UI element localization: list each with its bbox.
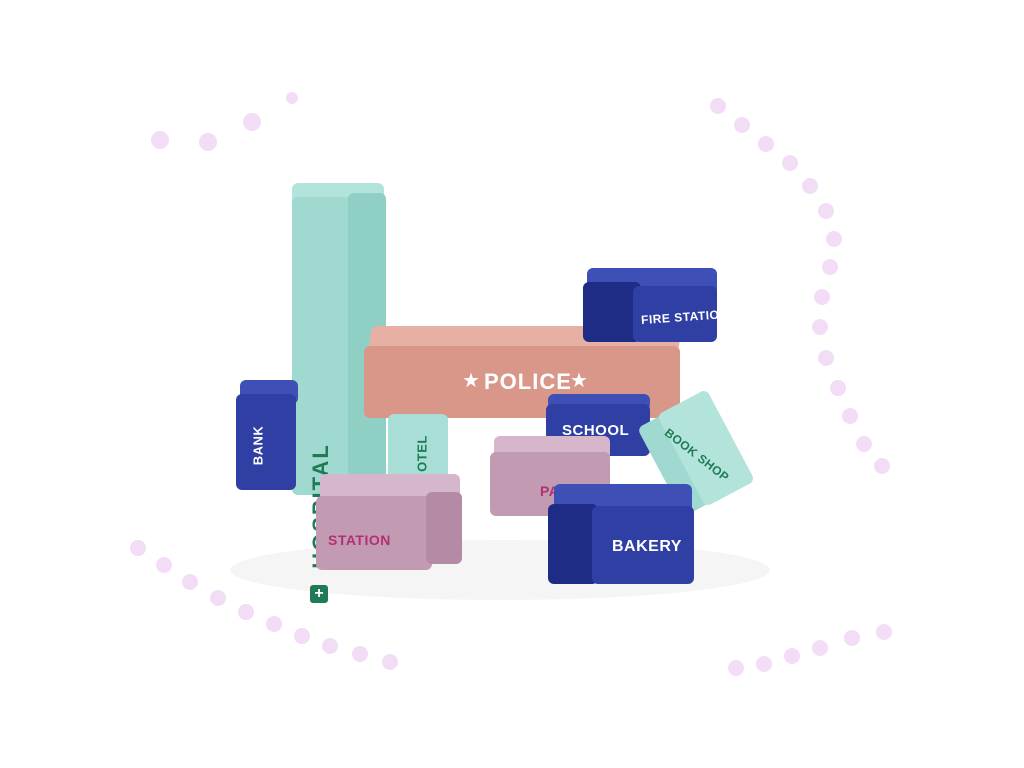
star-icon: ★ (462, 370, 480, 392)
police-label: POLICE (484, 369, 572, 394)
fire-station-block: FIRE STATION (583, 268, 729, 342)
bank-block: BANK (236, 380, 300, 490)
star-icon: ★ (570, 370, 588, 392)
hotel-label: OTEL (414, 435, 430, 472)
bank-label: BANK (250, 425, 266, 466)
school-label: SCHOOL (562, 422, 630, 439)
station-block: STATION (316, 474, 464, 570)
bakery-block: BAKERY (548, 484, 696, 584)
bakery-label: BAKERY (612, 538, 682, 555)
cross-icon: + (310, 585, 328, 603)
station-label: STATION (328, 532, 391, 548)
hospital-block: + HOSPITAL (292, 183, 388, 603)
